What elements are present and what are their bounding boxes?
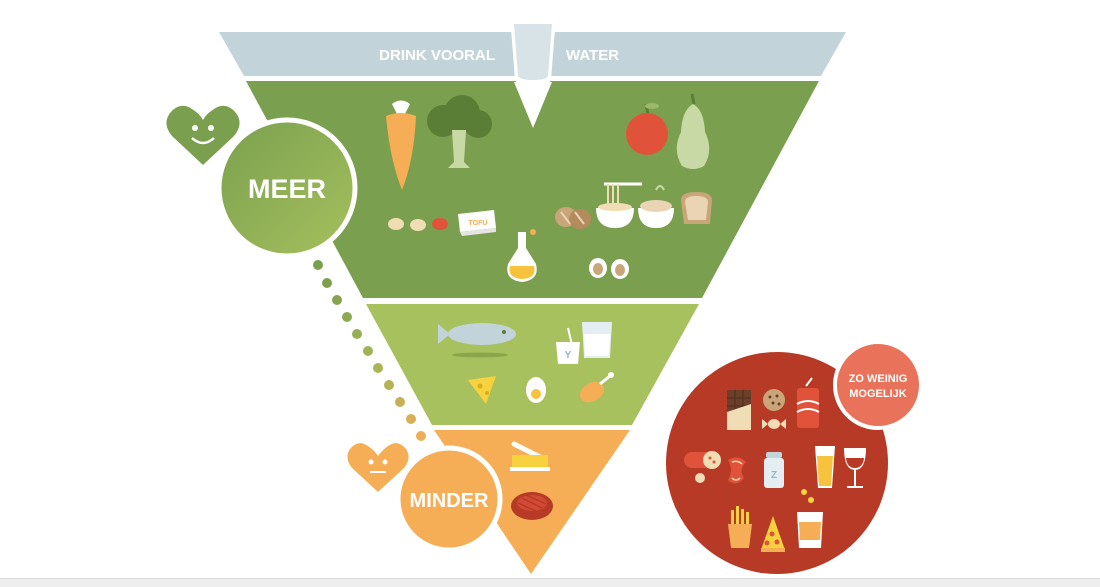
happy-heart-icon [166, 105, 240, 165]
chicken-leg-icon [579, 372, 614, 403]
bread-rolls-icon [555, 207, 591, 229]
tofu-label: TOFU [469, 220, 488, 227]
middle-layer [366, 304, 699, 425]
grain-bowl-icon [638, 185, 674, 228]
water-glass-icon [510, 16, 556, 128]
pizza-slice-icon [761, 516, 785, 552]
zo-weinig-label-line2: MOGELIJK [849, 388, 907, 400]
candy-icon [762, 419, 786, 429]
bacon-icon [728, 457, 746, 484]
yogurt-icon: Y [556, 327, 580, 364]
chocolate-icon [727, 390, 751, 430]
water-right-label: WATER [566, 47, 619, 64]
minder-label: MINDER [410, 490, 489, 512]
sausage-icon [684, 451, 721, 483]
pasta-bowl-icon [596, 182, 642, 228]
broccoli-icon [427, 95, 492, 168]
neutral-heart-icon [347, 443, 409, 492]
zo-weinig-badge [833, 340, 923, 430]
minder-badge [395, 445, 503, 553]
fish-icon [438, 323, 516, 358]
nuts-icon [388, 218, 448, 231]
meer-badge [216, 117, 358, 259]
cheese-icon [468, 376, 496, 404]
yogurt-label: Y [565, 350, 572, 361]
soda-can-icon [796, 377, 820, 428]
milk-glass-icon [582, 322, 612, 358]
salt-label: Z [771, 470, 777, 481]
meer-label: MEER [248, 174, 326, 204]
apple-icon [626, 103, 668, 155]
zo-weinig-label-line1: ZO WEINIG [849, 373, 908, 385]
cookie-icon [763, 389, 785, 411]
beer-glass-icon [815, 446, 835, 488]
pear-icon [676, 93, 710, 169]
wine-glass-icon [844, 448, 866, 488]
tofu-icon: TOFU [458, 210, 496, 236]
steak-icon [511, 492, 553, 520]
water-left-label: DRINK VOORAL [379, 47, 495, 64]
chips-bag-icon [797, 489, 823, 548]
eggs-halved-icon [589, 258, 629, 279]
oil-bottle-icon [507, 229, 537, 282]
butter-icon [510, 441, 550, 471]
page-bottom-bar [0, 578, 1100, 587]
salt-shaker-icon: Z [764, 452, 784, 488]
dotted-connector [313, 260, 426, 441]
bread-icon [681, 192, 712, 224]
carrot-icon [386, 100, 416, 190]
fries-icon [728, 506, 752, 548]
egg-icon [526, 377, 546, 403]
